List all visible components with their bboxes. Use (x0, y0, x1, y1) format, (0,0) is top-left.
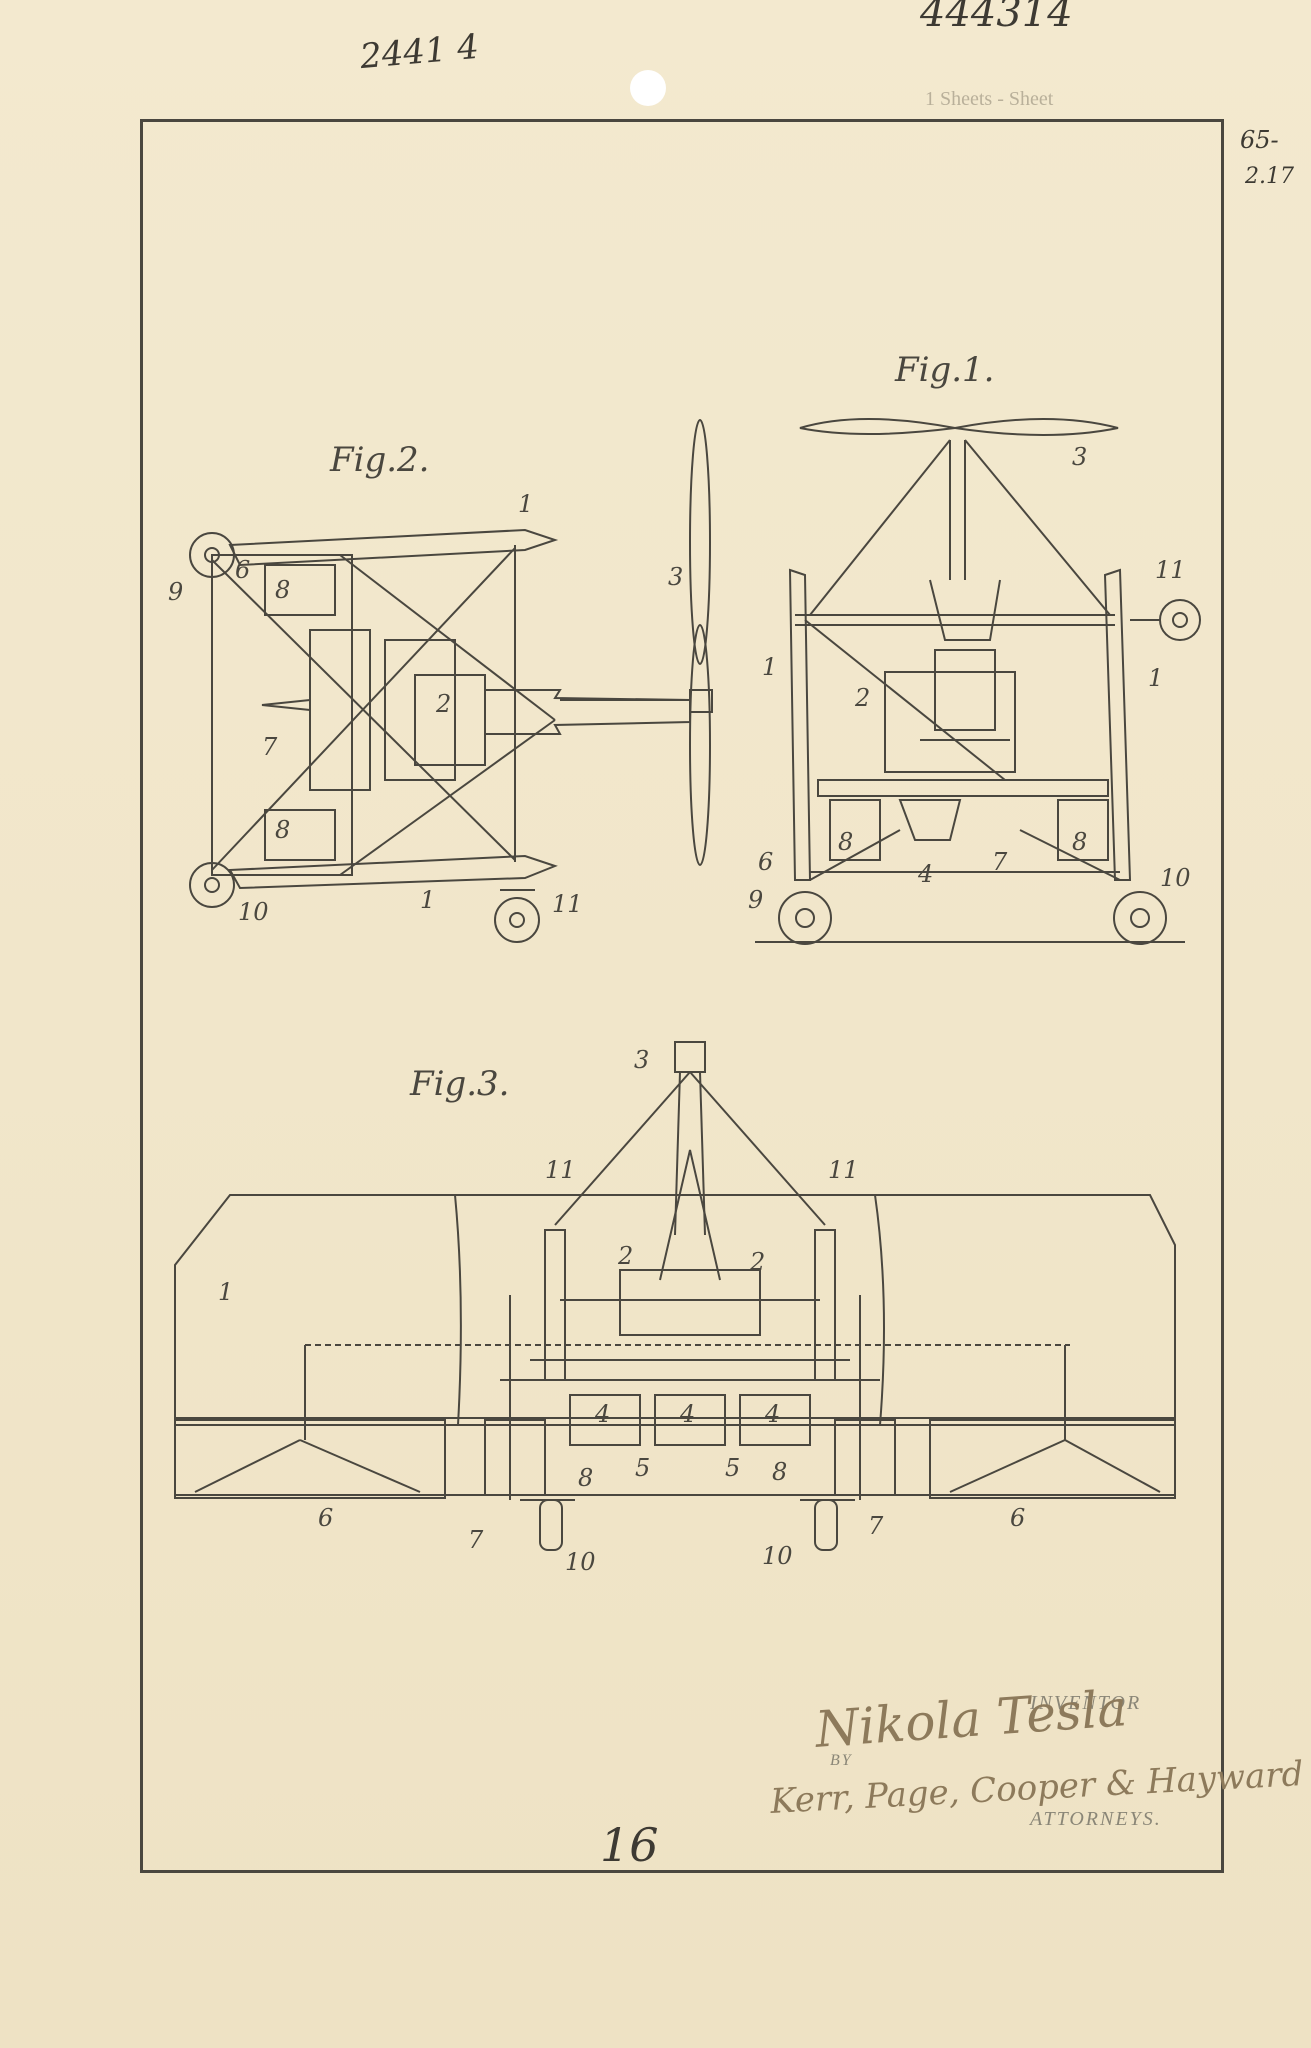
svg-text:2: 2 (854, 684, 870, 712)
svg-text:6: 6 (758, 848, 773, 876)
margin-note-top: 65- (1240, 126, 1279, 154)
svg-text:11: 11 (545, 1156, 576, 1184)
svg-text:1: 1 (420, 886, 435, 914)
by-label: BY (830, 1752, 853, 1769)
svg-text:10: 10 (762, 1542, 793, 1570)
svg-text:4: 4 (764, 1400, 780, 1428)
page-number: 16 (600, 1818, 659, 1872)
fig2-title: Fig.2. (330, 440, 430, 480)
svg-text:7: 7 (868, 1512, 884, 1540)
svg-text:7: 7 (262, 733, 278, 761)
svg-text:8: 8 (838, 828, 853, 856)
svg-text:4: 4 (679, 1400, 695, 1428)
svg-text:5: 5 (725, 1454, 740, 1482)
svg-text:9: 9 (168, 578, 183, 606)
svg-text:1: 1 (762, 653, 777, 681)
margin-note-bottom: 2.17 (1245, 164, 1294, 189)
svg-text:11: 11 (552, 890, 583, 918)
serial-number: 444314 (920, 0, 1073, 36)
svg-text:10: 10 (565, 1548, 596, 1576)
fig2-drawing (189, 419, 713, 943)
svg-text:8: 8 (578, 1464, 593, 1492)
svg-text:7: 7 (992, 848, 1008, 876)
svg-text:11: 11 (828, 1156, 859, 1184)
svg-text:11: 11 (1155, 556, 1186, 584)
svg-text:8: 8 (275, 816, 290, 844)
svg-text:6: 6 (318, 1504, 333, 1532)
svg-text:9: 9 (748, 886, 763, 914)
drawing-border (140, 119, 1224, 1873)
svg-text:6: 6 (235, 556, 250, 584)
fig3-reference-numerals: 3 11 11 2 2 1 4 4 4 8 5 5 8 6 7 7 6 10 1… (218, 1046, 1025, 1576)
attorneys-label: ATTORNEYS. (1030, 1808, 1162, 1830)
svg-text:3: 3 (668, 563, 683, 591)
fig3-title: Fig.3. (410, 1064, 510, 1104)
svg-text:1: 1 (1148, 664, 1163, 692)
punch-hole (630, 70, 666, 106)
fig1-drawing (755, 418, 1201, 945)
svg-text:4: 4 (917, 860, 933, 888)
svg-text:8: 8 (275, 576, 290, 604)
svg-text:2: 2 (617, 1242, 633, 1270)
svg-text:3: 3 (1072, 443, 1087, 471)
fig3-drawing (174, 1041, 1176, 1551)
svg-text:1: 1 (518, 490, 533, 518)
svg-text:7: 7 (468, 1526, 484, 1554)
svg-text:6: 6 (1010, 1504, 1025, 1532)
svg-text:10: 10 (1160, 864, 1191, 892)
sheet-label: 1 Sheets - Sheet (925, 88, 1054, 110)
svg-text:5: 5 (635, 1454, 650, 1482)
fig2-reference-numerals: 1 3 6 9 8 2 7 8 1 11 10 (168, 490, 683, 926)
svg-text:8: 8 (1072, 828, 1087, 856)
svg-text:2: 2 (749, 1248, 765, 1276)
svg-text:8: 8 (772, 1458, 787, 1486)
fig1-title: Fig.1. (895, 350, 995, 390)
svg-text:3: 3 (634, 1046, 649, 1074)
fig1-reference-numerals: 3 11 1 2 1 8 8 6 4 7 9 10 (748, 443, 1191, 914)
svg-text:2: 2 (435, 690, 451, 718)
svg-text:1: 1 (218, 1278, 233, 1306)
svg-text:4: 4 (594, 1400, 610, 1428)
inventor-label: INVENTOR (1030, 1692, 1142, 1714)
svg-text:10: 10 (238, 898, 269, 926)
